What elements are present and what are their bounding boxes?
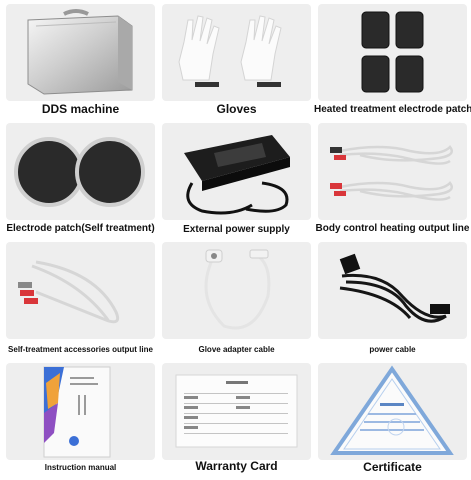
certificate-icon xyxy=(330,365,454,455)
product-image xyxy=(162,4,311,101)
booklet-icon xyxy=(43,366,111,458)
item-caption: Gloves xyxy=(216,102,257,116)
product-image xyxy=(162,123,311,220)
warranty-card-icon xyxy=(175,374,298,448)
item-caption: DDS machine xyxy=(41,102,120,116)
item-caption: Certificate xyxy=(363,460,422,474)
accessory-cable-icon xyxy=(18,260,120,324)
product-image xyxy=(318,363,467,460)
item-caption: Warranty Card xyxy=(195,459,278,473)
round-electrode-pads-icon xyxy=(14,137,145,207)
product-image xyxy=(6,242,155,339)
white-gloves-icon xyxy=(178,15,282,87)
item-caption: External power supply xyxy=(183,224,290,235)
product-image xyxy=(162,242,311,339)
product-image xyxy=(318,123,467,220)
item-caption: Body control heating output line xyxy=(315,223,470,234)
output-cables-icon xyxy=(330,145,453,201)
item-caption: Electrode patch(Self treatment) xyxy=(6,223,155,234)
item-caption: Self-treatment accessories output line xyxy=(8,345,153,354)
square-electrode-pads-icon xyxy=(361,11,424,93)
product-image xyxy=(6,363,155,460)
item-caption: Heated treatment electrode patch xyxy=(314,104,471,115)
product-image xyxy=(162,363,311,460)
product-image xyxy=(318,242,467,339)
item-caption: Instruction manual xyxy=(44,463,117,472)
product-image xyxy=(6,123,155,220)
product-image xyxy=(6,4,155,101)
item-caption: Glove adapter cable xyxy=(198,345,275,354)
power-cord-icon xyxy=(339,253,450,323)
power-adapter-icon xyxy=(184,135,290,215)
item-caption: power cable xyxy=(369,345,416,354)
product-image xyxy=(318,4,467,101)
aluminum-case-icon xyxy=(27,9,133,95)
adapter-cable-icon xyxy=(204,249,271,330)
